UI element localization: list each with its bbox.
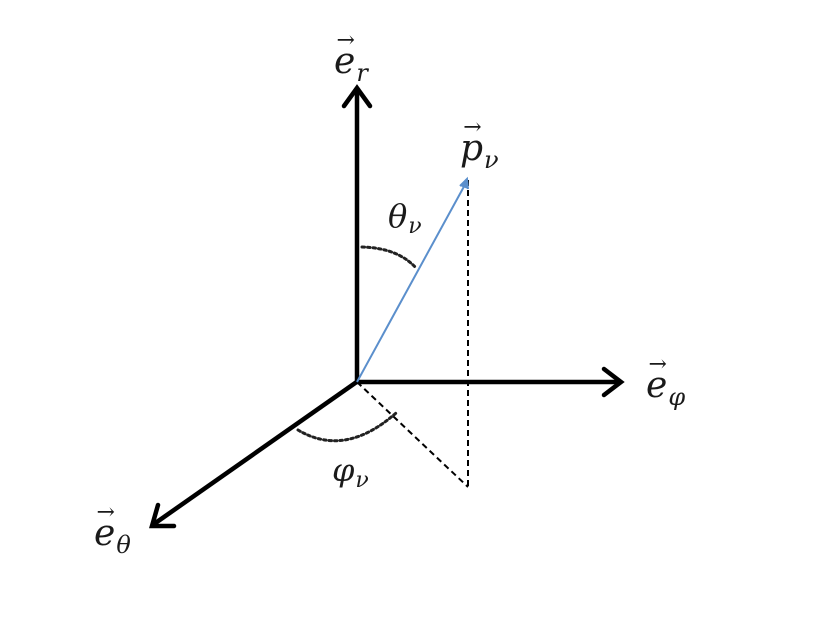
label-subscript: ν	[408, 214, 422, 239]
label-subscript: r	[356, 59, 368, 87]
label-e-phi: →eφ	[646, 354, 685, 410]
vector-arrow-icon: →	[96, 500, 115, 525]
axis-e-theta	[149, 379, 360, 529]
theta-angle-arc	[360, 245, 418, 270]
label-base: e	[646, 365, 668, 406]
label-subscript: ν	[484, 146, 499, 174]
arrowhead-blue-icon	[459, 176, 469, 190]
label-base: θ	[388, 197, 408, 235]
label-base: e	[334, 41, 356, 82]
arrowhead-down-left-icon	[149, 502, 177, 529]
label-phi-nu: φν	[332, 451, 369, 492]
axis-e-phi	[355, 366, 625, 398]
projection-ground-dashed	[356, 381, 469, 488]
axis-e-r	[341, 84, 373, 382]
label-subscript: ν	[355, 468, 369, 493]
label-subscript: φ	[668, 383, 686, 411]
vector-p-nu	[356, 176, 469, 383]
phi-angle-arc	[296, 411, 398, 443]
label-theta-nu: θν	[388, 197, 422, 238]
vector-arrow-icon: →	[336, 28, 355, 53]
arrowhead-up-icon	[341, 84, 373, 109]
label-base: φ	[332, 451, 355, 489]
vector-arrow-icon: →	[463, 115, 482, 140]
label-subscript: θ	[116, 531, 131, 559]
vector-arrow-icon: →	[648, 352, 667, 377]
label-base: e	[94, 513, 116, 554]
label-e-r: →er	[334, 30, 368, 86]
label-p-nu: →pν	[460, 117, 499, 173]
arrowhead-right-icon	[601, 366, 625, 398]
label-e-theta: →eθ	[94, 502, 131, 558]
label-base: p	[460, 128, 484, 169]
